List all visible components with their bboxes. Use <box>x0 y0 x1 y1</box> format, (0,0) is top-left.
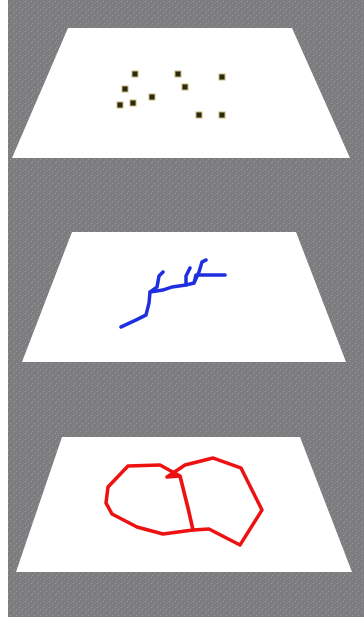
point-feature <box>218 73 226 81</box>
line-layer <box>22 232 346 362</box>
point-feature <box>129 99 137 107</box>
river-line-tributary <box>192 258 208 285</box>
point-feature <box>174 70 182 78</box>
point-feature <box>131 70 139 78</box>
point-layer-plane <box>12 28 350 158</box>
point-feature <box>195 111 203 119</box>
polygon-layer <box>16 437 352 572</box>
point-feature <box>218 111 226 119</box>
point-layer <box>12 28 350 158</box>
river-line-main <box>119 270 165 329</box>
point-feature <box>116 101 124 109</box>
point-features <box>116 70 226 119</box>
point-feature <box>148 93 156 101</box>
polygon-feature-right <box>165 456 264 547</box>
left-margin-strip <box>0 0 8 617</box>
line-layer-plane <box>22 232 346 362</box>
point-feature <box>121 85 129 93</box>
river-line-branch <box>148 273 227 294</box>
river-line-tributary <box>184 266 192 287</box>
point-feature <box>181 83 189 91</box>
polygon-layer-plane <box>16 437 352 572</box>
